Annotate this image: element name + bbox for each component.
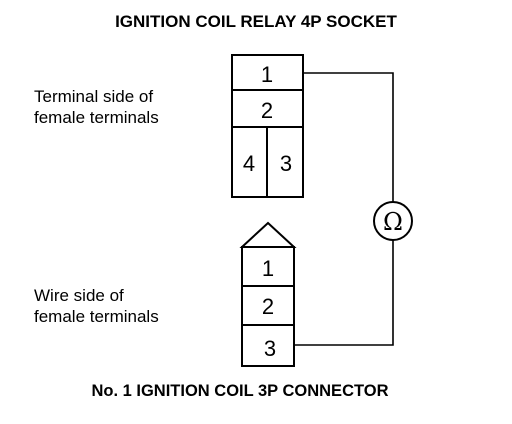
test-lead-upper [303,72,394,202]
connector-title: No. 1 IGNITION COIL 3P CONNECTOR [91,382,389,400]
connector-side-label-line-2: female terminals [34,307,159,326]
socket-side-label-line-2: female terminals [34,108,159,127]
coil-connector [239,221,297,367]
connector-side-label-line-1: Wire side of [34,286,124,305]
relay-socket [231,54,304,198]
connector-pin-3: 3 [264,336,276,361]
socket-pin-1: 1 [261,62,273,87]
socket-pin-4: 4 [243,151,255,176]
ohmmeter-circle [373,201,413,241]
connector-pin-2: 2 [262,294,274,319]
socket-side-label-line-1: Terminal side of [34,87,154,106]
socket-pin-3: 3 [280,151,292,176]
socket-pin-2: 2 [261,98,273,123]
connector-side-label: Wire side of female terminals [34,285,159,327]
test-lead-lower [294,240,394,346]
ohmmeter [373,201,413,241]
connector-pin-1: 1 [262,256,274,281]
socket-side-label: Terminal side of female terminals [34,86,159,128]
socket-title: IGNITION COIL RELAY 4P SOCKET [115,12,397,31]
ohm-symbol: Ω [383,208,403,236]
connector-outline [241,246,295,367]
connector-key [239,221,297,248]
